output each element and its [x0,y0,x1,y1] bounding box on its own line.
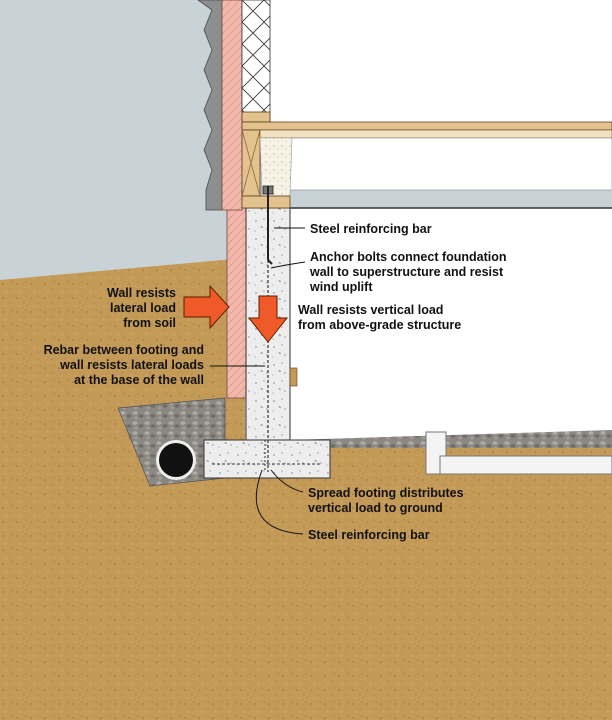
label-steel-bar-bottom: Steel reinforcing bar [308,528,430,542]
label-rebar-line-1: Rebar between footing and [44,343,204,357]
spread-footing [203,439,331,479]
label-footing-line-2: vertical load to ground [308,501,443,515]
label-rebar-line-3: at the base of the wall [74,373,204,387]
soil-below [200,440,612,720]
foundation-insulation [226,207,247,399]
siding [197,0,223,211]
label-anchor-line-2: wall to superstructure and resist [309,265,504,279]
label-anchor-line-1: Anchor bolts connect foundation [310,250,507,264]
label-lateral-line-3: from soil [123,316,176,330]
label-lateral-line-1: Wall resists [107,286,176,300]
vertical-load-arrow [247,295,289,343]
leader-steel-bottom [255,469,304,535]
subfloor [241,121,612,131]
plumbing-pipe [439,455,612,475]
label-rebar-line-2: wall resists lateral loads [59,358,204,372]
label-anchor-line-3: wind uplift [309,280,373,294]
label-lateral-line-2: lateral load [110,301,176,315]
label-footing-line-1: Spread footing distributes [308,486,464,500]
leader-anchor [270,261,306,269]
exterior-soil [0,258,245,720]
leader-footing [270,469,304,493]
lateral-load-arrow [183,284,230,330]
slab-gravel [290,430,612,448]
sill-plate [241,195,291,209]
wall-sheathing-insulation [221,0,243,211]
stud-cavity-insulation [241,0,271,123]
label-steel-bar-top: Steel reinforcing bar [310,222,432,236]
bottom-plate [241,111,271,123]
drain-pipe [159,443,193,477]
label-vertical-line-1: Wall resists vertical load [298,303,443,317]
upper-interior [270,0,612,130]
label-vertical-line-2: from above-grade structure [298,318,461,332]
basement-interior [290,208,612,448]
floor-joist [259,129,612,139]
